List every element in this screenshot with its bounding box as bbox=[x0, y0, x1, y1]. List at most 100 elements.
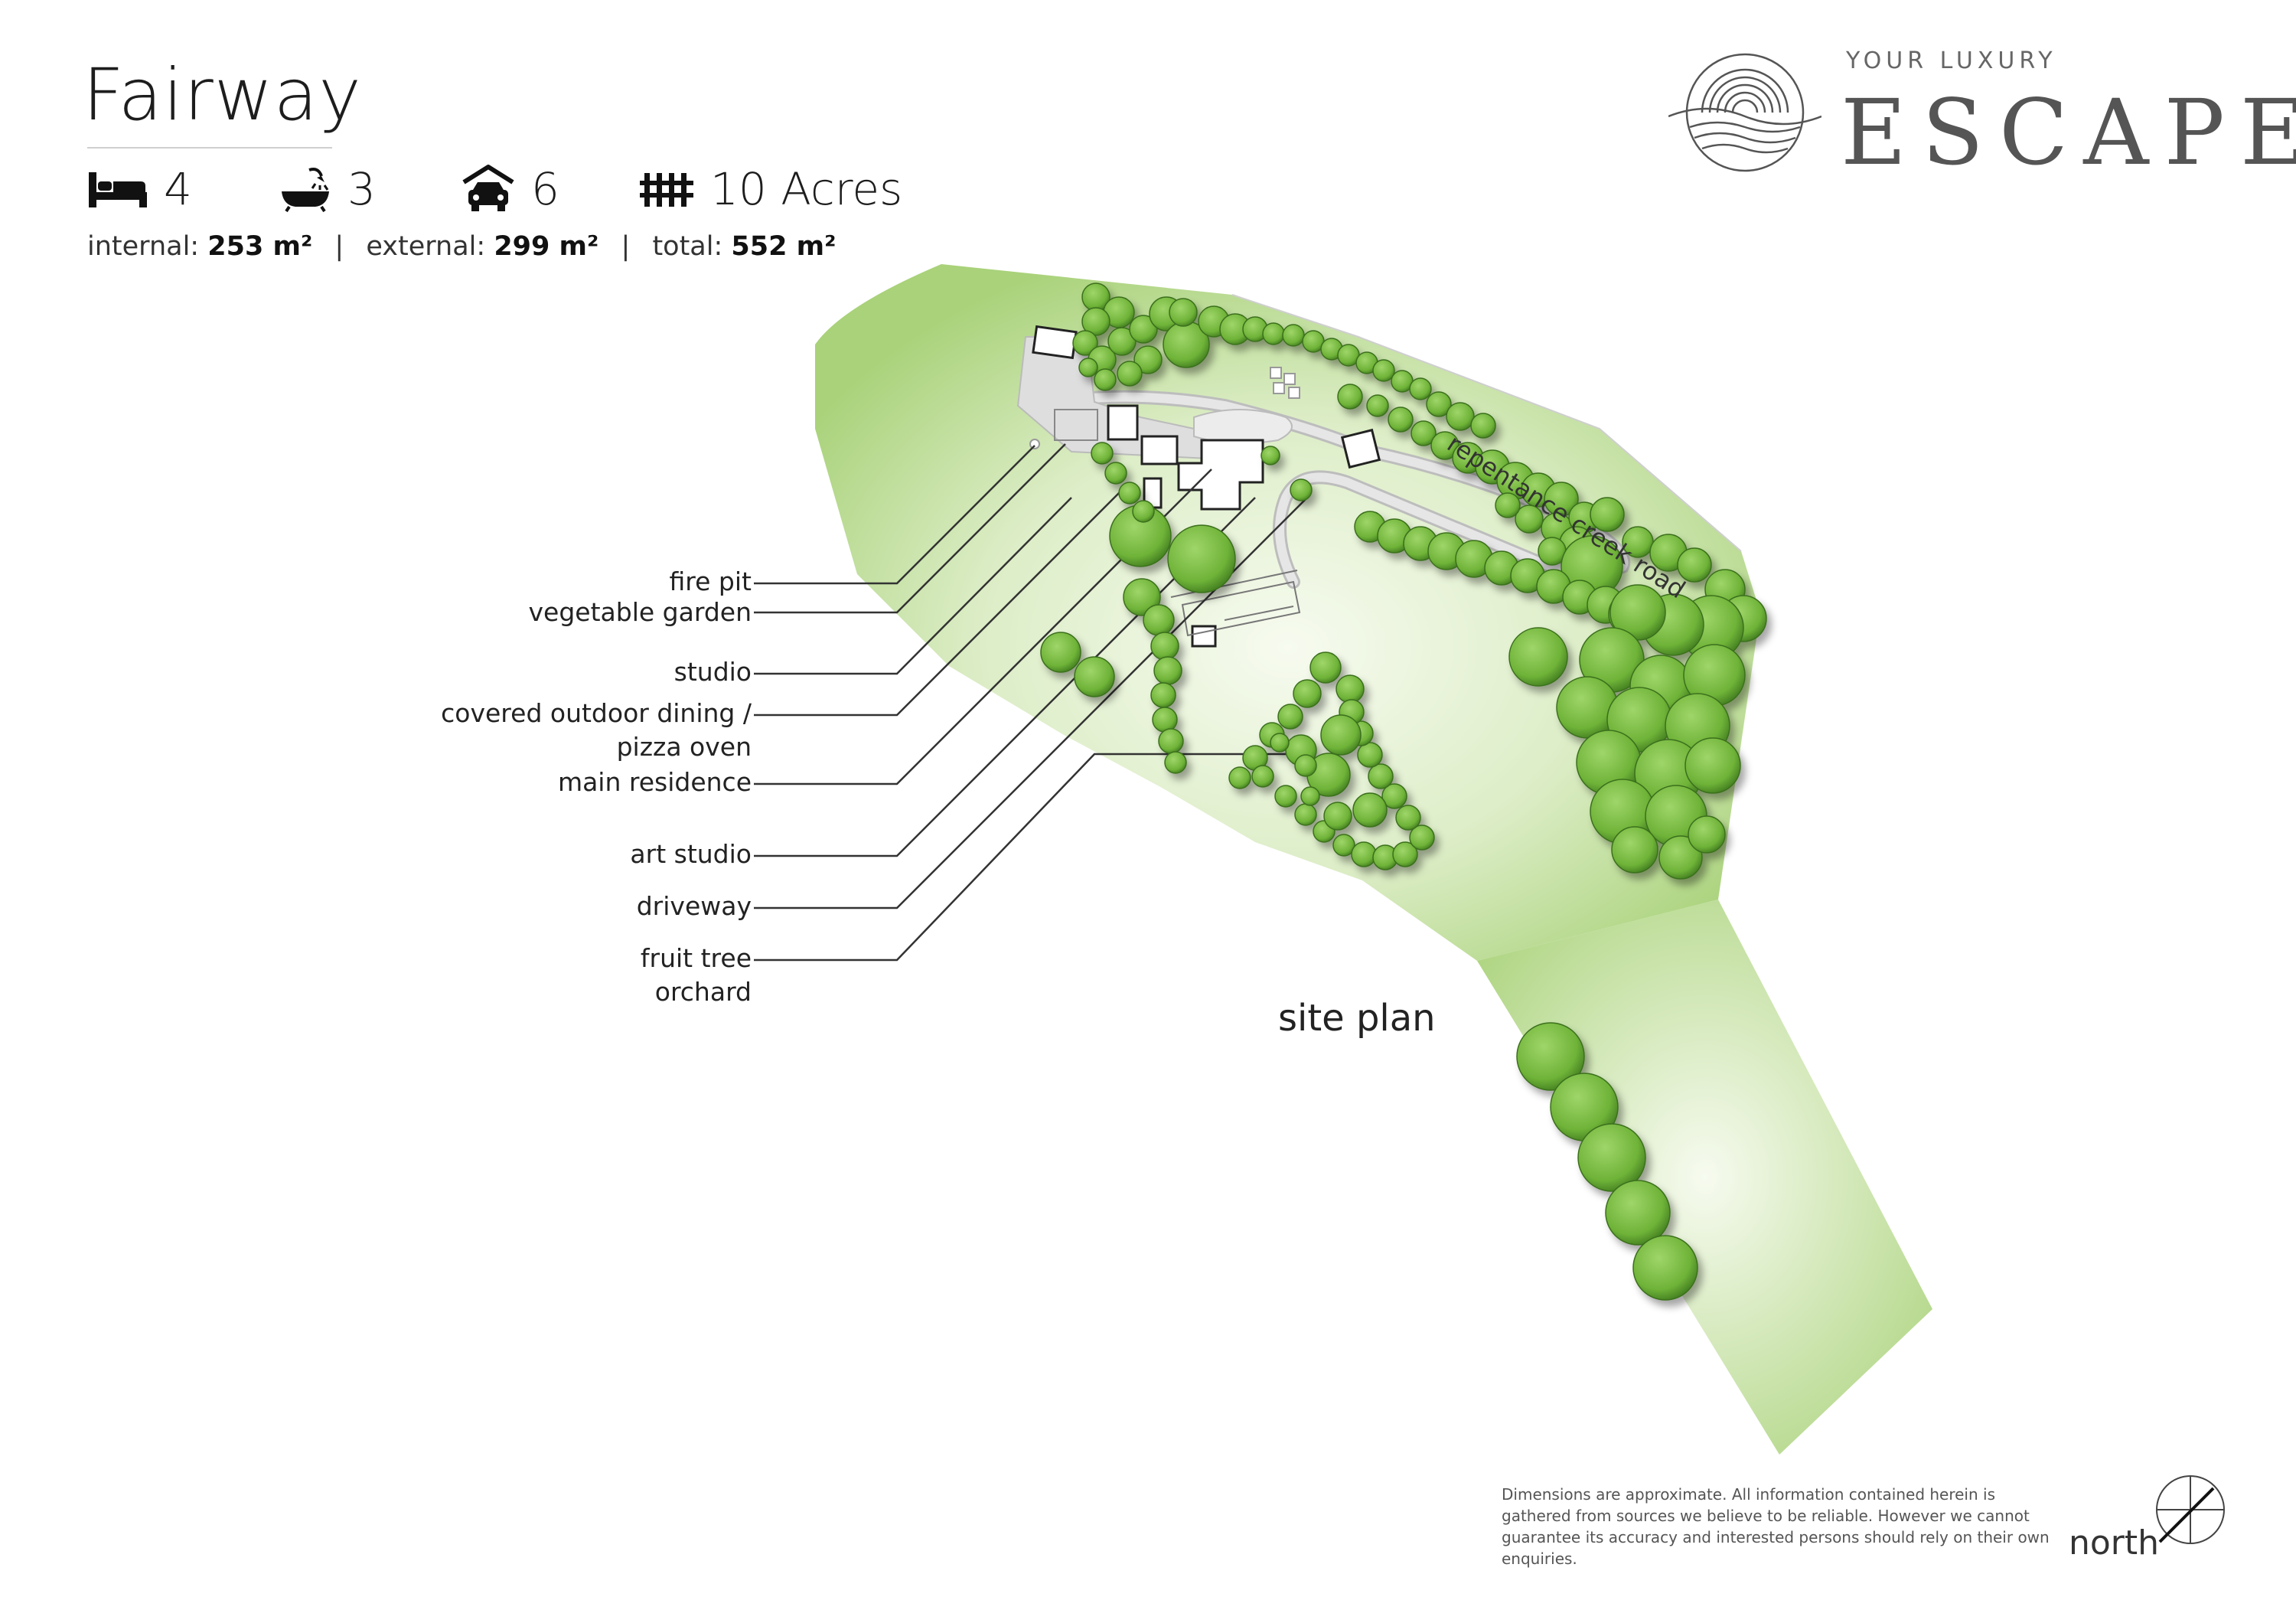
tree bbox=[1332, 834, 1355, 857]
callout-vegetable-garden: vegetable garden bbox=[528, 597, 752, 627]
tree bbox=[1446, 402, 1475, 431]
callout-studio: studio bbox=[673, 657, 752, 687]
tree bbox=[1153, 656, 1182, 685]
tree bbox=[1366, 394, 1389, 417]
bath-icon bbox=[282, 168, 329, 213]
pool-shed bbox=[1191, 625, 1217, 648]
callout-driveway: driveway bbox=[636, 891, 752, 921]
tree bbox=[1508, 627, 1568, 687]
tree bbox=[1270, 733, 1290, 753]
title-divider bbox=[87, 147, 332, 149]
studio-building bbox=[1032, 325, 1078, 360]
tree bbox=[1352, 792, 1388, 828]
tree bbox=[1133, 345, 1163, 374]
callout-main-residence: main residence bbox=[557, 767, 752, 797]
stat-bedrooms: 4 bbox=[87, 162, 192, 216]
pool bbox=[1181, 580, 1301, 637]
tree bbox=[1320, 714, 1362, 756]
tree bbox=[1677, 547, 1712, 583]
tree bbox=[1081, 307, 1110, 336]
tree bbox=[1290, 478, 1313, 501]
callout-fruit-tree-orchard: fruit tree orchard bbox=[640, 943, 752, 1007]
tree bbox=[1152, 707, 1178, 733]
tree bbox=[1411, 420, 1437, 446]
tree bbox=[1164, 751, 1187, 774]
property-title: Fairway bbox=[83, 54, 362, 137]
tree bbox=[1274, 785, 1297, 808]
stat-parking-value: 6 bbox=[531, 163, 559, 215]
tree bbox=[1294, 803, 1317, 826]
tree bbox=[1605, 1180, 1671, 1246]
callout-covered-outdoor-dining: covered outdoor dining / pizza oven bbox=[441, 698, 752, 762]
tree bbox=[1609, 584, 1666, 641]
vegetable-garden-beds bbox=[1054, 409, 1098, 441]
site-plan-label: site plan bbox=[1278, 997, 1436, 1040]
bed-icon bbox=[89, 172, 147, 207]
tree bbox=[1104, 462, 1127, 485]
tree bbox=[1357, 742, 1383, 768]
callout-art-studio: art studio bbox=[630, 839, 752, 869]
tree bbox=[1495, 492, 1521, 518]
tree bbox=[1368, 763, 1394, 789]
tree bbox=[1409, 825, 1435, 851]
tree bbox=[1167, 524, 1236, 593]
tree bbox=[1632, 1235, 1698, 1301]
tree bbox=[1323, 802, 1352, 831]
tree bbox=[1337, 384, 1363, 410]
tree bbox=[1372, 359, 1395, 382]
tree bbox=[1684, 737, 1741, 794]
tree bbox=[1516, 1022, 1585, 1091]
tree bbox=[1388, 407, 1414, 433]
tree bbox=[1277, 704, 1303, 730]
tree bbox=[1074, 656, 1115, 697]
tree bbox=[1611, 826, 1658, 874]
tree bbox=[1309, 651, 1342, 684]
internal-area-value: 253 m² bbox=[207, 231, 313, 262]
tree bbox=[1132, 500, 1155, 523]
external-area-label: external: bbox=[366, 231, 486, 262]
tree bbox=[1351, 841, 1377, 867]
stat-bathrooms-value: 3 bbox=[347, 163, 376, 215]
covered-dining-building bbox=[1107, 404, 1139, 441]
tree bbox=[1107, 327, 1137, 356]
tree bbox=[1282, 324, 1305, 347]
tree bbox=[1426, 391, 1452, 417]
garage-car-icon bbox=[462, 165, 514, 211]
sunrise-waves-icon bbox=[1668, 53, 1821, 172]
fence-icon bbox=[640, 173, 693, 207]
tree bbox=[1577, 1123, 1646, 1192]
garage-building bbox=[1340, 428, 1381, 469]
tree bbox=[1040, 632, 1081, 673]
tree bbox=[1150, 682, 1176, 708]
external-area-value: 299 m² bbox=[494, 231, 599, 262]
stat-parking: 6 bbox=[461, 162, 559, 216]
tree bbox=[1169, 298, 1198, 327]
tree bbox=[1688, 815, 1726, 854]
brand-kicker: YOUR LUXURY bbox=[1846, 47, 2057, 74]
tree bbox=[1078, 358, 1098, 377]
total-area-value: 552 m² bbox=[731, 231, 837, 262]
tree bbox=[1261, 446, 1280, 465]
tree bbox=[1392, 841, 1418, 867]
brand-wordmark: ESCAPE bbox=[1841, 80, 2296, 185]
tree bbox=[1395, 805, 1421, 831]
tree-canopy bbox=[1040, 282, 1767, 1301]
tree bbox=[1262, 322, 1285, 345]
total-area-label: total: bbox=[652, 231, 723, 262]
north-label: north bbox=[2069, 1523, 2160, 1563]
main-lot-lawn bbox=[815, 264, 1760, 961]
tree bbox=[1300, 786, 1320, 806]
stat-bathrooms: 3 bbox=[279, 162, 376, 216]
stat-land-value: 10 Acres bbox=[710, 163, 903, 215]
tree bbox=[1590, 497, 1625, 532]
creek-road-edge bbox=[1231, 294, 1742, 552]
tree bbox=[1118, 482, 1141, 505]
tree bbox=[1470, 413, 1496, 439]
floor-areas: internal: 253 m² | external: 299 m² | to… bbox=[87, 231, 837, 262]
tree bbox=[1150, 632, 1179, 661]
internal-area-label: internal: bbox=[87, 231, 200, 262]
tree bbox=[1294, 754, 1317, 777]
disclaimer: Dimensions are approximate. All informat… bbox=[1502, 1485, 2050, 1568]
tree bbox=[1091, 442, 1114, 465]
